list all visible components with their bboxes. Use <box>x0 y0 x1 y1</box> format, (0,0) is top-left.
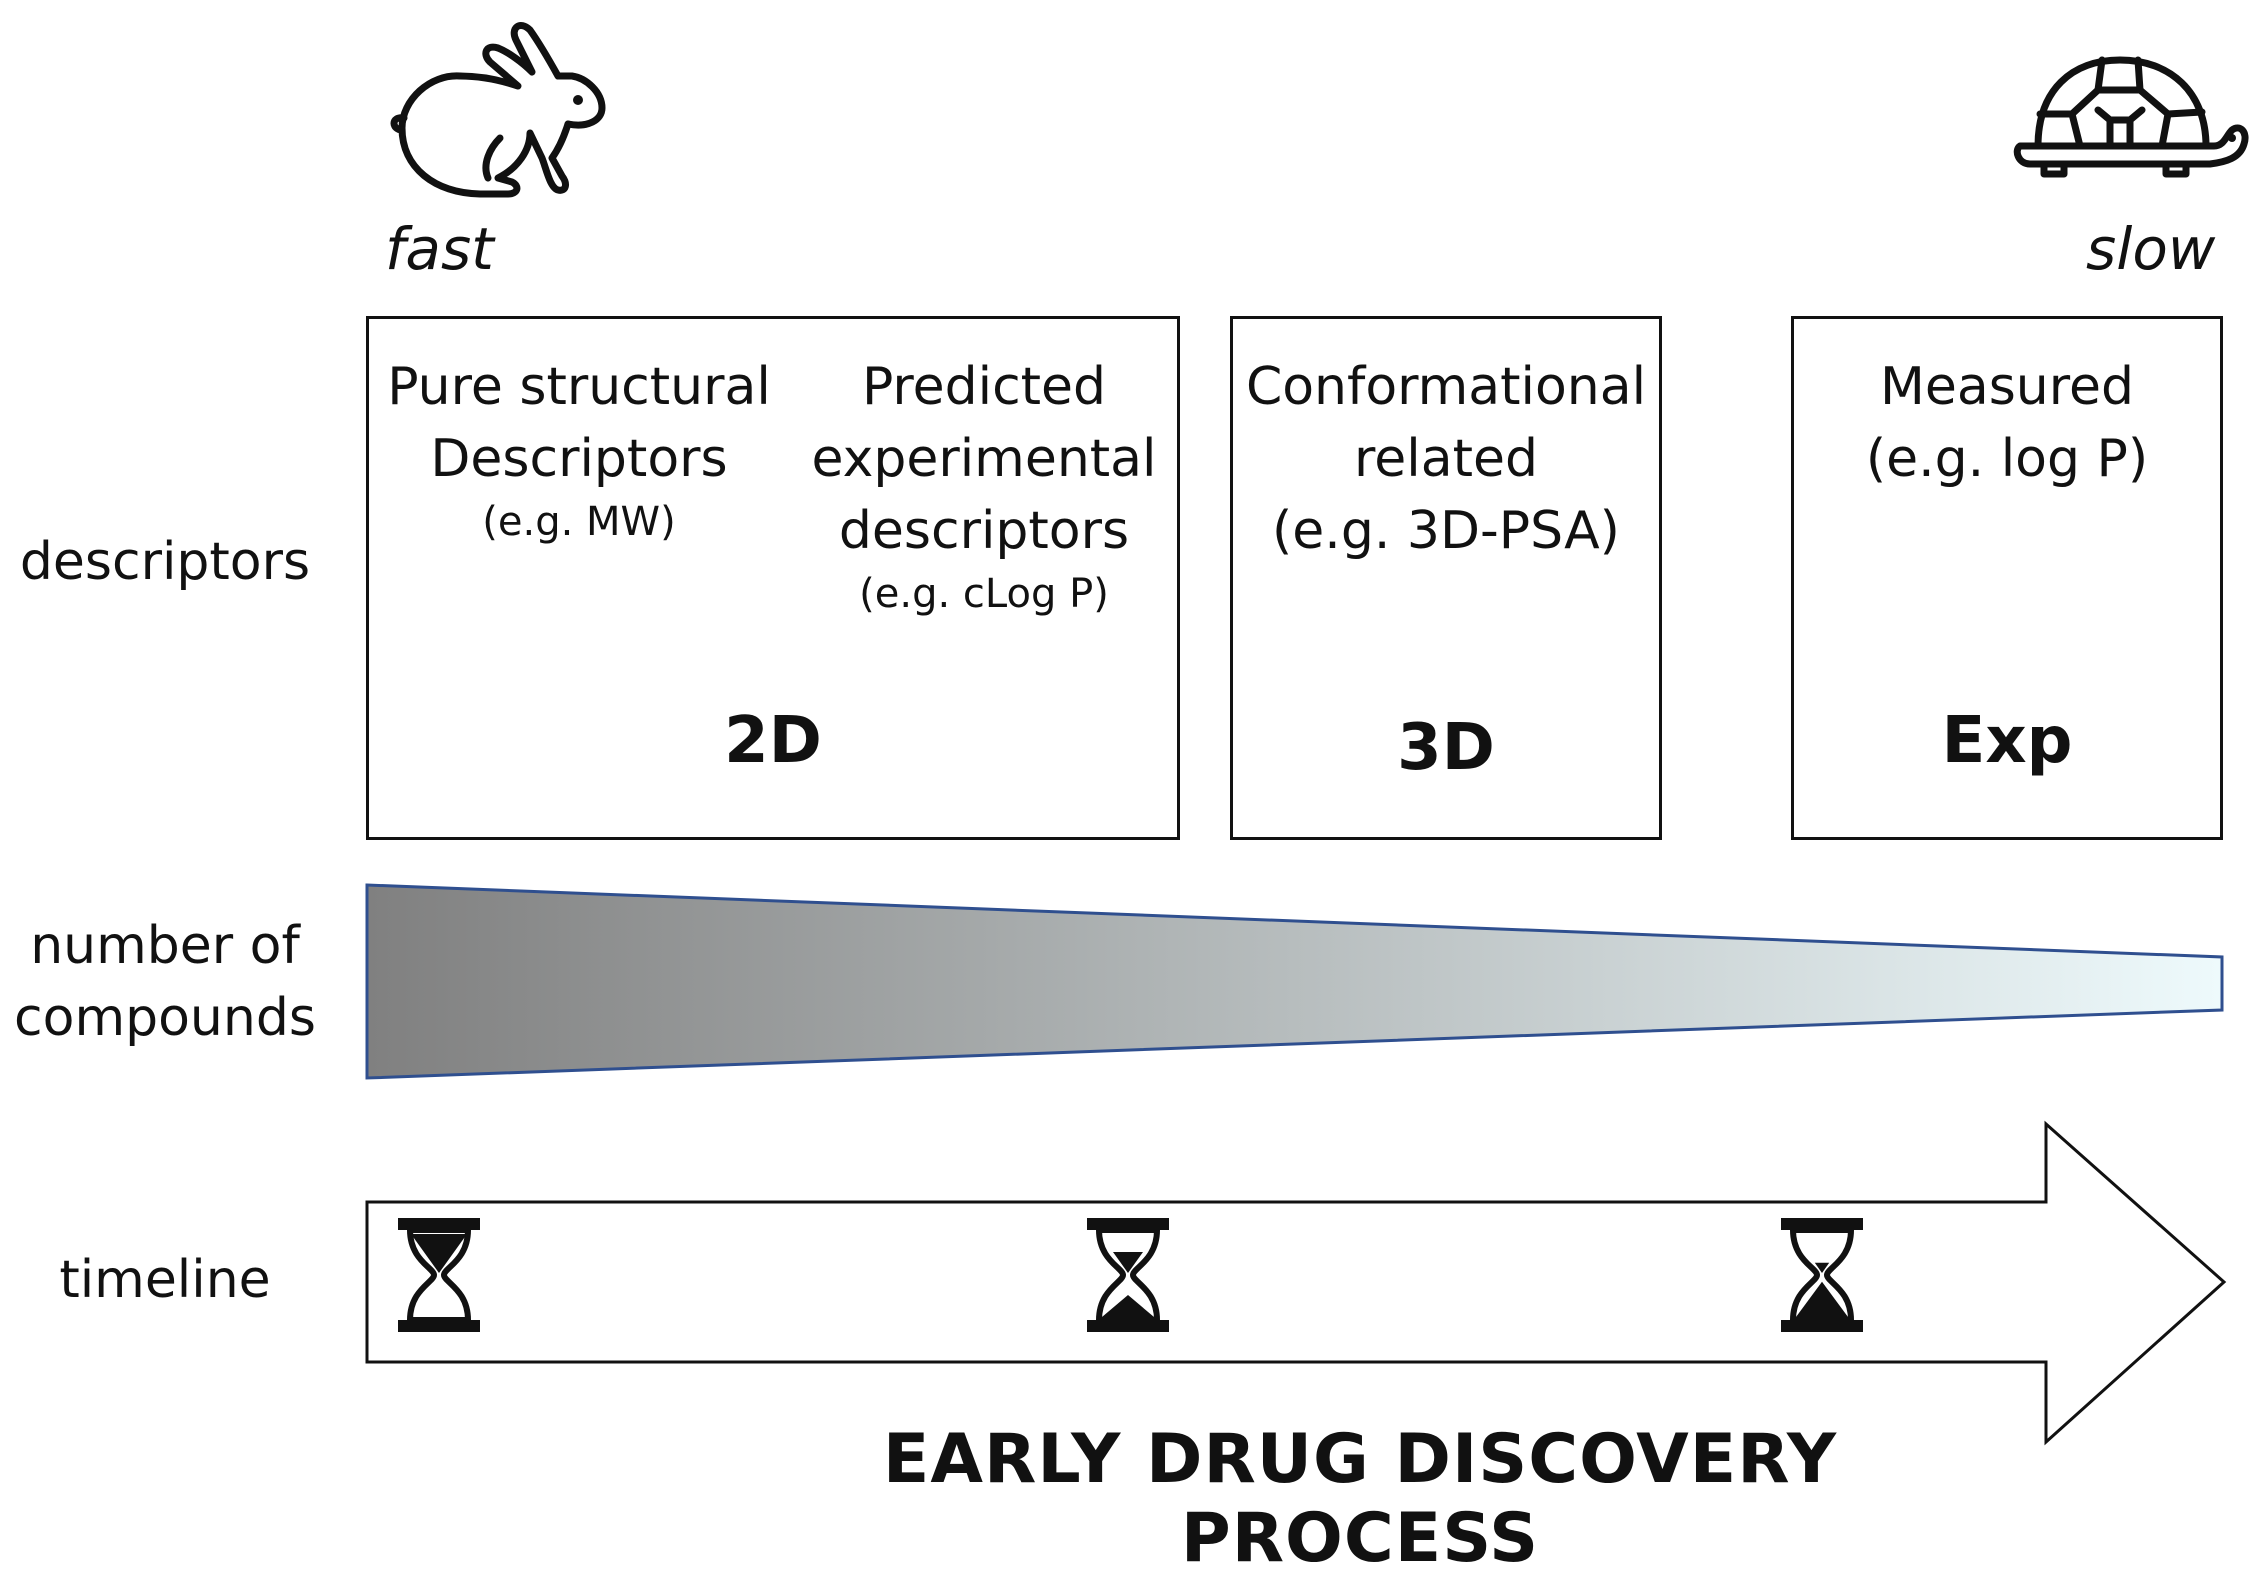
slow-label: slow <box>2086 215 2216 283</box>
box-2d: Pure structural Descriptors (e.g. MW) Pr… <box>366 316 1180 840</box>
predicted-descriptors-title: Predicted experimental descriptors <box>811 357 1157 561</box>
process-title: EARLY DRUG DISCOVERY PROCESS <box>882 1420 1838 1578</box>
rabbit-icon <box>390 22 606 198</box>
fast-label: fast <box>385 215 494 283</box>
label-2d: 2D <box>724 704 822 778</box>
label-3d: 3D <box>1397 711 1495 785</box>
timeline-arrow <box>365 1120 2227 1446</box>
hourglass-icon <box>1087 1218 1169 1332</box>
row-label-timeline: timeline <box>59 1250 271 1310</box>
predicted-descriptors-example: (e.g. cLog P) <box>859 571 1109 617</box>
predicted-descriptors: Predicted experimental descriptors (e.g.… <box>789 351 1179 621</box>
row-label-descriptors: descriptors <box>19 532 311 592</box>
row-label-compounds: number of compounds <box>14 916 316 1048</box>
structural-descriptors-title: Pure structural Descriptors <box>387 357 771 489</box>
measured-descriptors: Measured (e.g. log P) <box>1865 357 2149 489</box>
conformational-descriptors: Conformational related (e.g. 3D-PSA) <box>1245 357 1647 561</box>
structural-descriptors-example: (e.g. MW) <box>482 499 676 545</box>
label-exp: Exp <box>1941 704 2073 778</box>
turtle-icon <box>2013 56 2249 178</box>
box-exp: Measured (e.g. log P) Exp <box>1791 316 2223 840</box>
box-3d: Conformational related (e.g. 3D-PSA) 3D <box>1230 316 1662 840</box>
structural-descriptors: Pure structural Descriptors (e.g. MW) <box>369 351 789 549</box>
hourglass-icon <box>398 1218 480 1332</box>
hourglass-icon <box>1781 1218 1863 1332</box>
compounds-wedge <box>365 883 2224 1080</box>
